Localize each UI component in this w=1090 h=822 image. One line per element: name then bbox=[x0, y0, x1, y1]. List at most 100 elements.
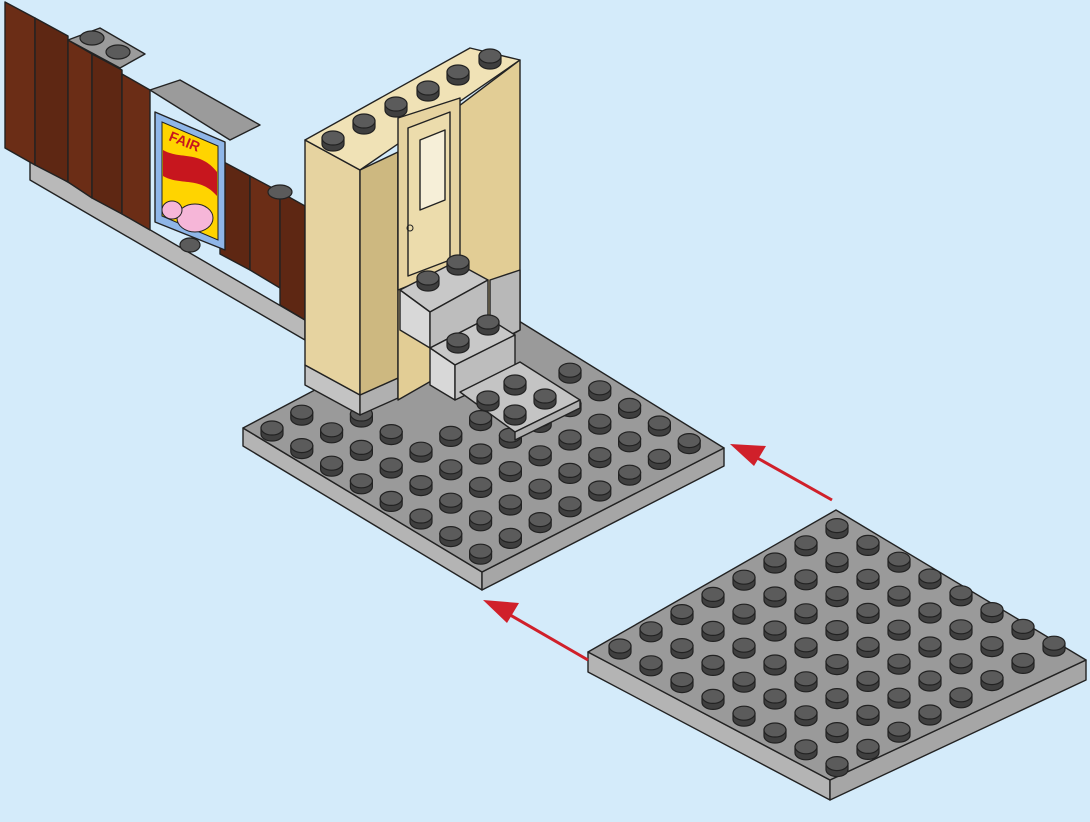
stud-top bbox=[795, 638, 817, 652]
stud-top bbox=[417, 271, 439, 285]
stud-top bbox=[826, 621, 848, 635]
arrow-left-icon bbox=[483, 600, 588, 660]
stud-top bbox=[733, 604, 755, 618]
stud-top bbox=[795, 604, 817, 618]
stud-top bbox=[529, 479, 551, 493]
stud-top bbox=[559, 497, 581, 511]
stud-top bbox=[470, 477, 492, 491]
stud-top bbox=[648, 416, 670, 430]
stud-top bbox=[919, 603, 941, 617]
stud-top bbox=[410, 509, 432, 523]
stud-top bbox=[950, 688, 972, 702]
stud-top bbox=[559, 463, 581, 477]
stud-top bbox=[470, 544, 492, 558]
stud-top bbox=[671, 605, 693, 619]
stud-top bbox=[589, 448, 611, 462]
stud-top bbox=[888, 654, 910, 668]
stud-top bbox=[671, 673, 693, 687]
stud-top bbox=[981, 603, 1003, 617]
stud-top bbox=[499, 495, 521, 509]
stud-top bbox=[322, 131, 344, 145]
stud-top bbox=[504, 405, 526, 419]
stud-top bbox=[857, 637, 879, 651]
stud-top bbox=[919, 637, 941, 651]
stud-top bbox=[410, 442, 432, 456]
stud-top bbox=[291, 439, 313, 453]
stud-top bbox=[499, 528, 521, 542]
stud-top bbox=[702, 689, 724, 703]
stud-top bbox=[609, 639, 631, 653]
stud-top bbox=[857, 739, 879, 753]
stud-top bbox=[589, 414, 611, 428]
fence-assembly: FAIR bbox=[5, 2, 305, 340]
stud-top bbox=[417, 81, 439, 95]
stud-top bbox=[499, 462, 521, 476]
stud-top bbox=[702, 655, 724, 669]
stud-top bbox=[826, 553, 848, 567]
stud-top bbox=[447, 333, 469, 347]
stud-top bbox=[764, 723, 786, 737]
stud-top bbox=[764, 655, 786, 669]
stud-top bbox=[950, 620, 972, 634]
stud-top bbox=[888, 586, 910, 600]
stud-top bbox=[529, 513, 551, 527]
stud-top bbox=[321, 423, 343, 437]
stud-top bbox=[919, 671, 941, 685]
poster: FAIR bbox=[155, 112, 225, 250]
stud-top bbox=[640, 656, 662, 670]
stud-top bbox=[702, 587, 724, 601]
stud-top bbox=[764, 689, 786, 703]
stud-top bbox=[826, 519, 848, 533]
stud-top bbox=[589, 481, 611, 495]
stud-top bbox=[671, 639, 693, 653]
stud-top bbox=[534, 389, 556, 403]
stud-top bbox=[857, 569, 879, 583]
stud-top bbox=[702, 621, 724, 635]
stud-top bbox=[826, 689, 848, 703]
stud-top bbox=[795, 740, 817, 754]
stud-top bbox=[857, 671, 879, 685]
stud-top bbox=[648, 449, 670, 463]
stud-top bbox=[919, 569, 941, 583]
wall-left-pillar bbox=[305, 140, 360, 395]
stud-top bbox=[479, 49, 501, 63]
stud-top bbox=[410, 476, 432, 490]
stud-top bbox=[321, 456, 343, 470]
stud-top bbox=[888, 552, 910, 566]
stud-top bbox=[385, 97, 407, 111]
stud-top bbox=[504, 375, 526, 389]
stud-top bbox=[733, 672, 755, 686]
stud-top bbox=[981, 671, 1003, 685]
stud-top bbox=[261, 421, 283, 435]
stud-top bbox=[919, 705, 941, 719]
stud-top bbox=[1012, 653, 1034, 667]
stud-top bbox=[477, 391, 499, 405]
stud-top bbox=[440, 527, 462, 541]
stud-top bbox=[447, 65, 469, 79]
stud-top bbox=[826, 655, 848, 669]
stud-top bbox=[440, 426, 462, 440]
stud-top bbox=[857, 705, 879, 719]
stud-top bbox=[764, 553, 786, 567]
stud-top bbox=[350, 474, 372, 488]
stud-top bbox=[1012, 619, 1034, 633]
stud-top bbox=[733, 638, 755, 652]
stud-top bbox=[678, 434, 700, 448]
stud-top bbox=[857, 603, 879, 617]
stud-top bbox=[353, 114, 375, 128]
stud-top bbox=[950, 654, 972, 668]
stud-top bbox=[380, 491, 402, 505]
stud-top bbox=[589, 381, 611, 395]
stud-top bbox=[470, 511, 492, 525]
stud-top bbox=[380, 458, 402, 472]
stud-top bbox=[619, 432, 641, 446]
stud-top bbox=[619, 398, 641, 412]
stud-top bbox=[733, 570, 755, 584]
stud-top bbox=[795, 672, 817, 686]
stud-top bbox=[795, 706, 817, 720]
stud-top bbox=[795, 536, 817, 550]
stud-top bbox=[440, 493, 462, 507]
stud-top bbox=[640, 622, 662, 636]
stud-top bbox=[559, 363, 581, 377]
stud-top bbox=[857, 535, 879, 549]
